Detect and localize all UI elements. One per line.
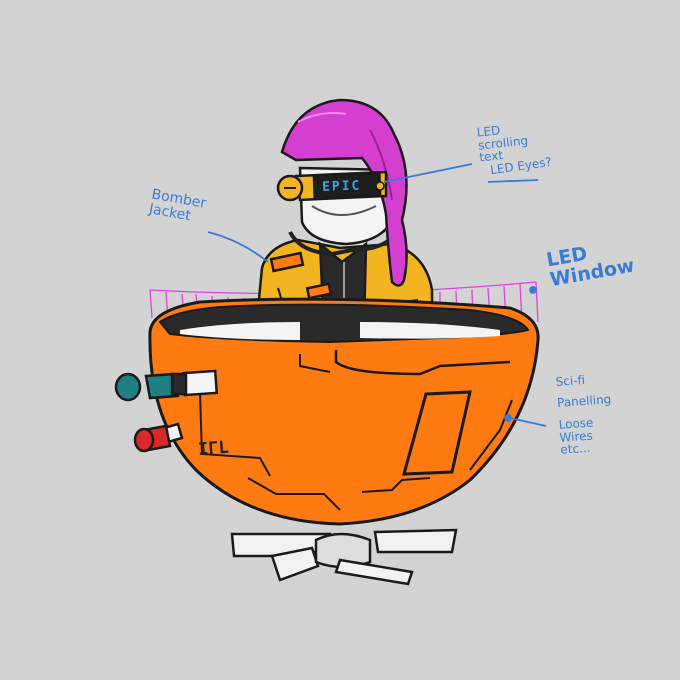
red-thruster bbox=[133, 422, 184, 453]
annotation-line: Panelling bbox=[556, 391, 612, 410]
hair bbox=[280, 98, 408, 287]
landing-gear bbox=[230, 528, 458, 586]
annotation-line: Sci-fi bbox=[555, 372, 586, 389]
hover-pod: IΓL bbox=[148, 297, 540, 526]
ship-mark-text: IΓL bbox=[197, 438, 229, 460]
annotation-leaders bbox=[207, 163, 547, 427]
visor: EPIC bbox=[276, 170, 388, 202]
annotation-sci-fi-panelling: Sci-fi Panelling Loose Wires etc... bbox=[555, 372, 615, 457]
visor-led-text: EPIC bbox=[322, 179, 362, 195]
teal-thruster bbox=[114, 369, 219, 402]
